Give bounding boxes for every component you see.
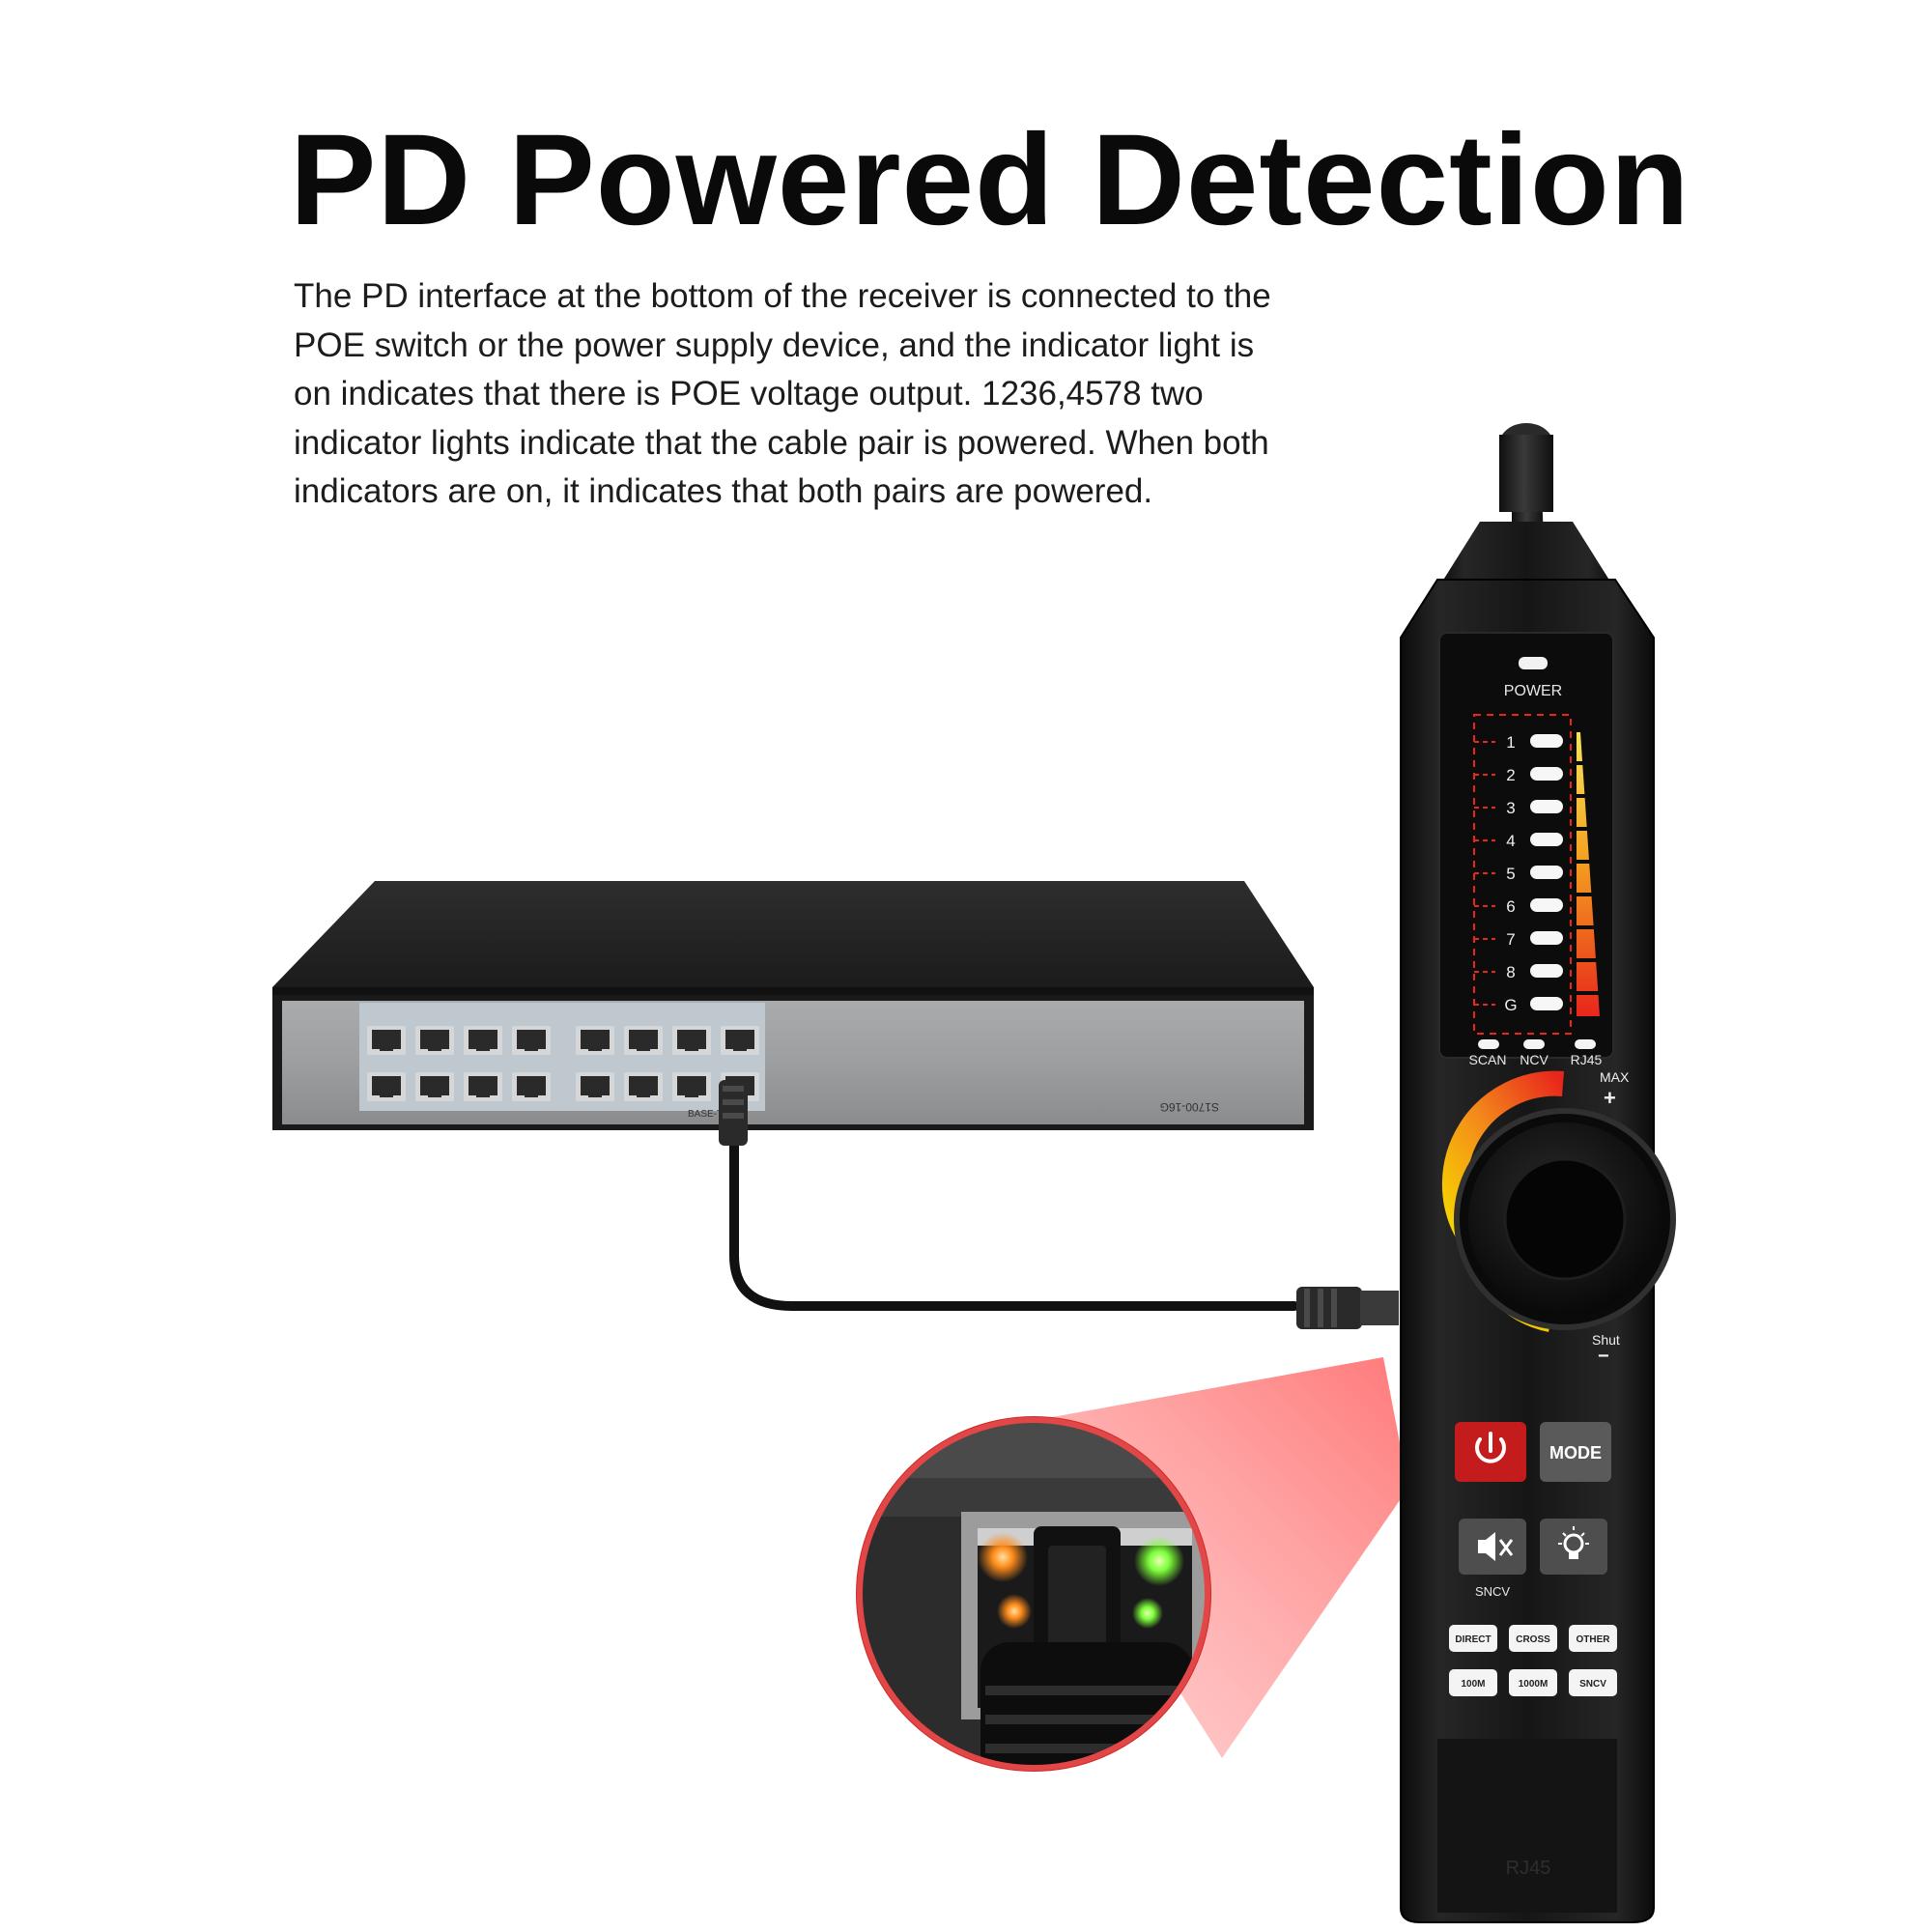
shut-label: Shut: [1592, 1332, 1620, 1348]
ethernet-cable: [719, 1080, 1399, 1329]
rj45-port-label: RJ45: [1506, 1858, 1551, 1879]
scan-led: [1478, 1039, 1499, 1049]
mode-key-sncv[interactable]: SNCV: [1569, 1669, 1617, 1696]
svg-text:1000M: 1000M: [1519, 1679, 1548, 1690]
svg-text:3: 3: [1506, 799, 1515, 817]
wire-indicator-6: 6: [1474, 897, 1563, 916]
power-led: [1519, 657, 1548, 669]
page-title: PD Powered Detection: [290, 108, 1690, 252]
svg-text:SNCV: SNCV: [1579, 1679, 1606, 1690]
mode-button-label: MODE: [1549, 1443, 1602, 1463]
wire-indicator-1: 1: [1474, 733, 1563, 752]
svg-text:2: 2: [1506, 766, 1515, 784]
speaker-mute-icon: [1478, 1532, 1514, 1561]
svg-text:6: 6: [1506, 897, 1515, 916]
wire-indicator-5: 5: [1474, 865, 1563, 883]
svg-text:1: 1: [1506, 733, 1515, 752]
ncv-led: [1523, 1039, 1545, 1049]
switch-model-label: S1700-16G: [1160, 1100, 1219, 1114]
mode-key-1000m[interactable]: 1000M: [1509, 1669, 1557, 1696]
rj45-led: [1575, 1039, 1596, 1049]
wire-indicator-3: 3: [1474, 799, 1563, 817]
wire-indicator-4: 4: [1474, 832, 1563, 850]
sncv-label: SNCV: [1475, 1584, 1510, 1599]
svg-text:4: 4: [1506, 832, 1515, 850]
mode-key-cross[interactable]: CROSS: [1509, 1625, 1557, 1652]
rj45-label: RJ45: [1571, 1052, 1603, 1067]
wire-indicator-2: 2: [1474, 766, 1563, 784]
zoom-inset: [856, 1416, 1211, 1772]
power-button[interactable]: [1455, 1422, 1526, 1482]
power-icon: [1475, 1432, 1506, 1463]
wire-indicator-7: 7: [1474, 930, 1563, 949]
wire-indicator-g: G: [1474, 996, 1563, 1014]
mode-key-other[interactable]: OTHER: [1569, 1625, 1617, 1652]
wire-indicator-list: 1 2 3 4 5: [1474, 733, 1563, 1014]
power-label: POWER: [1504, 683, 1562, 699]
svg-text:5: 5: [1506, 865, 1515, 883]
led-green: [1134, 1536, 1184, 1586]
svg-text:8: 8: [1506, 963, 1515, 981]
scan-label: SCAN: [1469, 1052, 1507, 1067]
mode-button[interactable]: MODE: [1540, 1422, 1611, 1482]
minus-label: −: [1598, 1346, 1609, 1367]
description-text: The PD interface at the bottom of the re…: [294, 277, 1271, 510]
led-orange: [978, 1532, 1028, 1582]
light-bulb-icon: [1558, 1526, 1589, 1559]
signal-level-bar: [1577, 732, 1600, 1016]
svg-text:7: 7: [1506, 930, 1515, 949]
mode-key-100m[interactable]: 100M: [1449, 1669, 1497, 1696]
plus-label: +: [1604, 1086, 1616, 1110]
cable-tester: POWER 1 2 3 4: [1400, 423, 1676, 1923]
ncv-label: NCV: [1520, 1052, 1548, 1067]
max-label: MAX: [1600, 1069, 1630, 1085]
wire-indicator-8: 8: [1474, 963, 1563, 981]
mute-button[interactable]: [1459, 1519, 1526, 1575]
flashlight-button[interactable]: [1540, 1519, 1607, 1575]
svg-text:100M: 100M: [1461, 1679, 1485, 1690]
network-switch: BASE-T S1700-16G: [272, 881, 1314, 1130]
svg-text:G: G: [1504, 996, 1517, 1014]
switch-port-label: BASE-T: [688, 1109, 723, 1120]
svg-text:OTHER: OTHER: [1577, 1634, 1611, 1645]
svg-text:CROSS: CROSS: [1516, 1634, 1550, 1645]
svg-text:DIRECT: DIRECT: [1455, 1634, 1491, 1645]
mode-key-direct[interactable]: DIRECT: [1449, 1625, 1497, 1652]
